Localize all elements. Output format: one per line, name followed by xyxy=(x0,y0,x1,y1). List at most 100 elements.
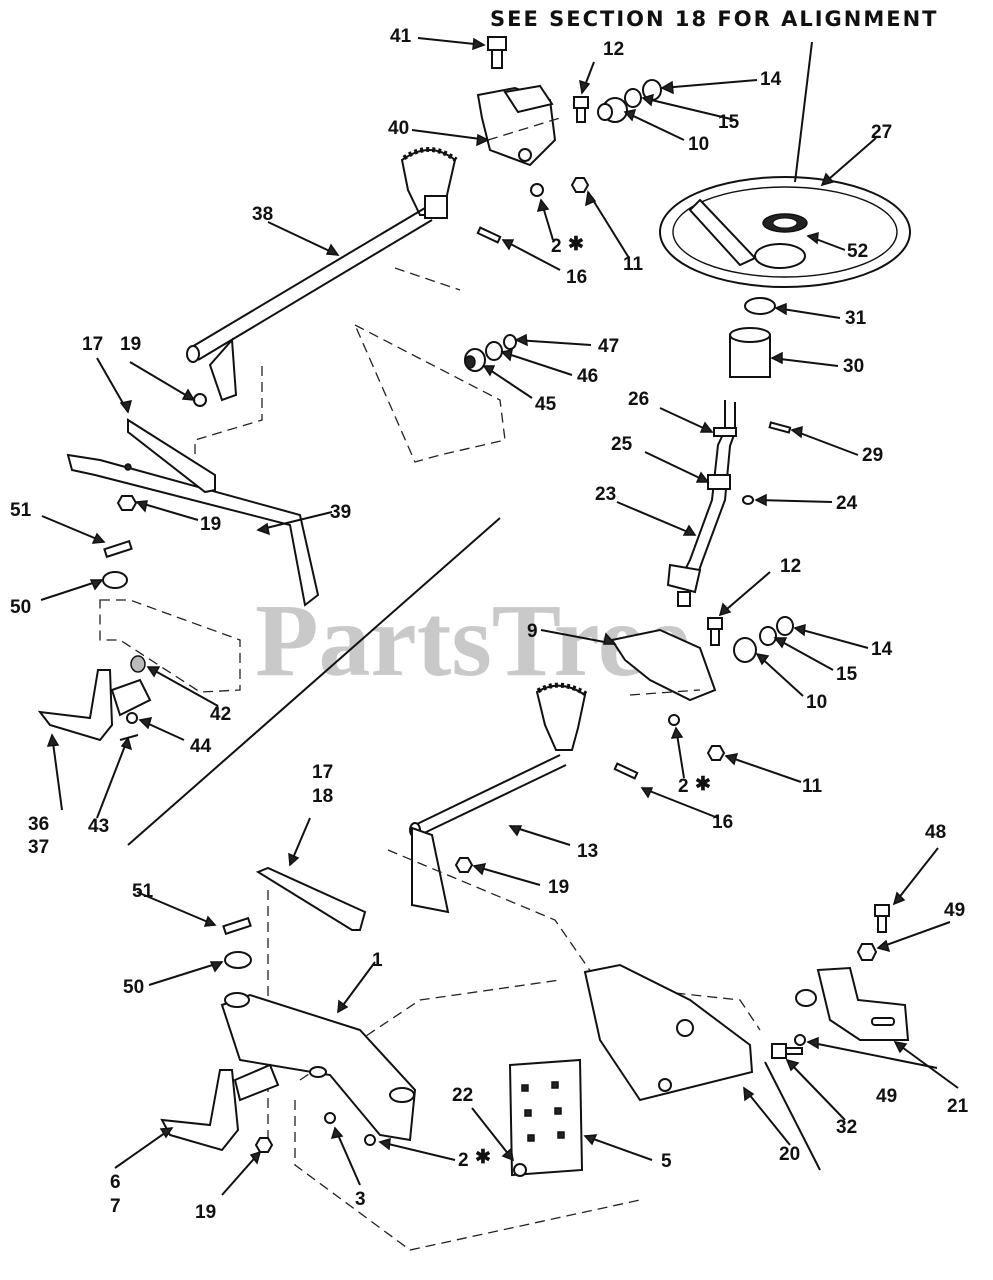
callout-12: 12 xyxy=(603,39,624,60)
callout-41: 41 xyxy=(390,26,412,47)
callout-3: 3 xyxy=(355,1189,366,1210)
bracket-21 xyxy=(795,966,910,1041)
callout-32: 32 xyxy=(836,1117,857,1138)
callout-2: 2 xyxy=(678,776,689,797)
callout-14: 14 xyxy=(871,639,893,660)
callout-50: 50 xyxy=(123,977,144,998)
bushing-42 xyxy=(130,655,146,673)
spindle-36-37 xyxy=(37,669,152,742)
callout-47: 47 xyxy=(598,336,619,357)
bolt-3 xyxy=(324,1112,336,1124)
front-axle-1 xyxy=(220,992,417,1142)
callout-6: 6 xyxy=(110,1172,121,1193)
alignment-header: SEE SECTION 18 FOR ALIGNMENT xyxy=(490,7,939,31)
washer-50-upper xyxy=(102,571,128,589)
callout-31: 31 xyxy=(845,308,867,329)
grease-fitting-2-upper xyxy=(530,183,544,197)
collar-25 xyxy=(707,474,731,490)
pin-24 xyxy=(742,495,754,505)
callout-11: 11 xyxy=(623,254,644,275)
callout-14: 14 xyxy=(760,69,782,90)
callout-42: 42 xyxy=(210,704,231,725)
cotter-43 xyxy=(119,734,139,741)
frame-plate-dashed xyxy=(194,267,506,463)
roll-pin-16-upper xyxy=(476,226,502,244)
roll-pin-16-lower xyxy=(613,762,639,780)
callout-16: 16 xyxy=(712,812,733,833)
leader-arrowheads xyxy=(46,37,908,1165)
callout-45: 45 xyxy=(535,394,557,415)
callout-13: 13 xyxy=(577,841,598,862)
spindle-6-7 xyxy=(160,1063,280,1152)
spacer-30 xyxy=(729,327,771,378)
bushing-10-lower xyxy=(733,637,757,663)
sector-gear-13 xyxy=(535,682,588,751)
callout-16: 16 xyxy=(566,267,587,288)
callout-36: 36 xyxy=(28,814,49,835)
bolt-41 xyxy=(487,36,507,69)
nut-19-lower-a xyxy=(454,857,474,873)
callout-17: 17 xyxy=(82,334,103,355)
bracket-40 xyxy=(476,84,561,167)
washer-44 xyxy=(126,712,138,724)
callout-29: 29 xyxy=(862,445,883,466)
callout-43: 43 xyxy=(88,816,109,837)
callout-2: 2 xyxy=(551,236,562,257)
washer-46 xyxy=(485,341,503,361)
nut-19-lower-b xyxy=(254,1137,274,1153)
callout-20: 20 xyxy=(779,1144,800,1165)
cotter-51-upper xyxy=(103,539,133,559)
callout-19: 19 xyxy=(120,334,141,355)
callout-15: 15 xyxy=(718,112,740,133)
axle-dashed-upper xyxy=(99,599,241,693)
callout-23: 23 xyxy=(595,484,616,505)
callout-25: 25 xyxy=(611,434,633,455)
callout-15: 15 xyxy=(836,664,858,685)
bolt-48 xyxy=(874,904,890,933)
asterisk-icon: ✱ xyxy=(475,1147,491,1168)
pin-29 xyxy=(768,421,792,434)
callout-19: 19 xyxy=(200,514,221,535)
callout-39: 39 xyxy=(330,502,351,523)
washer-31 xyxy=(744,297,776,315)
bushing-10-upper xyxy=(597,97,628,123)
nut-49-top xyxy=(856,943,878,961)
washer-15-lower xyxy=(759,626,777,646)
bracket-9 xyxy=(610,628,717,702)
callout-10: 10 xyxy=(806,692,827,713)
tie-rod-17-upper xyxy=(127,418,216,494)
callout-24: 24 xyxy=(836,493,858,514)
callout-48: 48 xyxy=(925,822,946,843)
bolt-12-lower xyxy=(707,617,723,646)
plate-5 xyxy=(508,1058,584,1177)
steering-column-23 xyxy=(666,400,737,607)
callout-5: 5 xyxy=(661,1151,672,1172)
asterisk-icon: ✱ xyxy=(568,234,584,255)
sector-gear-38 xyxy=(400,147,458,219)
steering-shaft-13 xyxy=(409,754,567,838)
callout-46: 46 xyxy=(577,366,598,387)
callout-1: 1 xyxy=(372,950,383,971)
tie-rod-17-18 xyxy=(255,866,367,931)
nut-19-upper xyxy=(116,495,138,511)
callout-38: 38 xyxy=(252,204,273,225)
callout-49: 49 xyxy=(944,900,965,921)
callout-27: 27 xyxy=(871,122,892,143)
bolt-32 xyxy=(771,1043,803,1059)
callout-labels: 41 12 14 15 10 40 27 38 2 ✱ 11 16 52 31 … xyxy=(10,26,969,1223)
callout-9: 9 xyxy=(527,621,538,642)
nut-11-lower xyxy=(706,745,726,761)
callout-19: 19 xyxy=(548,877,569,898)
steering-arm-lower xyxy=(411,826,450,914)
callout-50: 50 xyxy=(10,597,31,618)
grease-fitting-2-axle xyxy=(364,1134,376,1146)
callout-40: 40 xyxy=(388,118,409,139)
callout-12: 12 xyxy=(780,556,801,577)
callout-26: 26 xyxy=(628,389,649,410)
callout-17: 17 xyxy=(312,762,333,783)
callout-49: 49 xyxy=(876,1086,897,1107)
washer-50-lower xyxy=(224,951,252,969)
drag-link-39 xyxy=(66,453,320,607)
